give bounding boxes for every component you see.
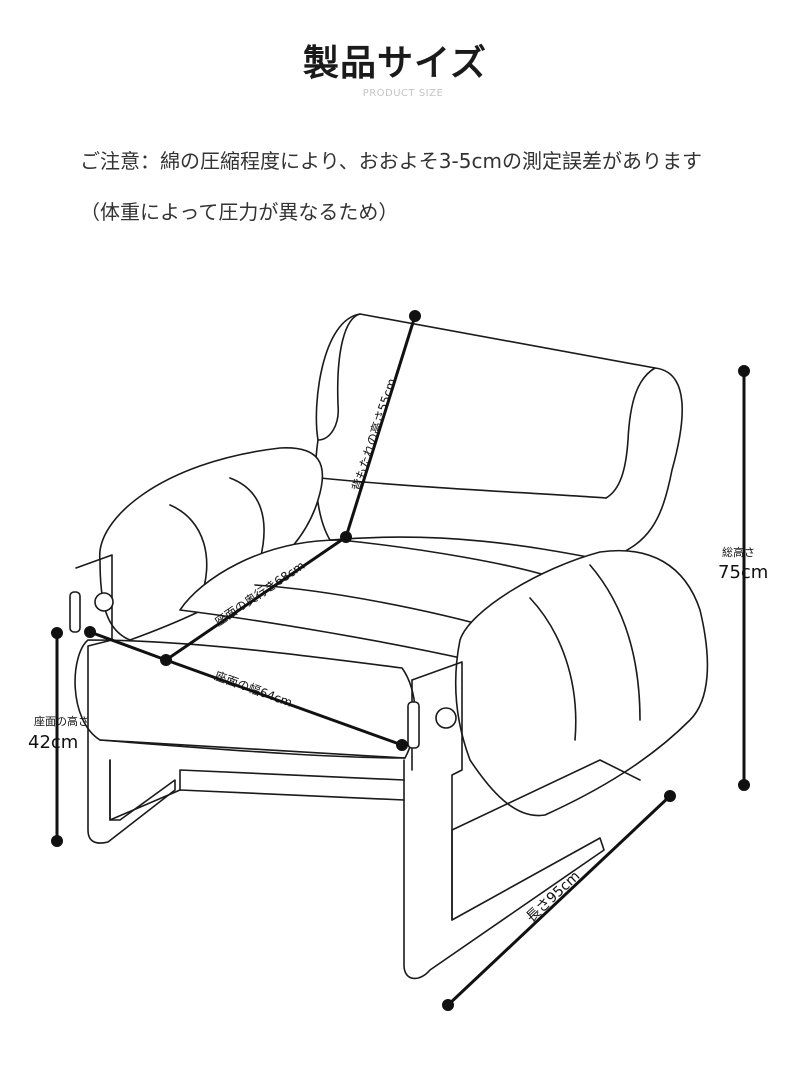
left-wooden-arm-panel [75,554,176,844]
measurement-note: ご注意：綿の圧縮程度により、おおよそ3-5cmの測定誤差があります [80,149,702,173]
left-armrest [99,447,324,641]
weight-note: （体重によって圧力が異なるため） [80,200,399,224]
length-label: 長さ95cm [523,868,583,926]
dimension-lines [51,310,750,1011]
seat-front-cushion [74,639,416,759]
seat-height-caption: 座面の高さ [34,714,89,728]
page-subtitle: PRODUCT SIZE [362,88,444,99]
seat-front-line [88,630,168,662]
length-line [446,794,672,1007]
seat-width-line [164,658,404,747]
armchair-illustration [69,313,709,980]
total-height-value: 75cm [718,562,768,583]
back-height-line [344,314,417,539]
right-armrest [454,549,709,817]
base-frame [109,759,405,821]
total-height-caption: 総高さ [722,545,755,559]
seat-depth-line [164,535,348,662]
seat-height-value: 42cm [28,732,78,753]
page-title: 製品サイズ [303,43,487,84]
right-wooden-arm-panel [403,661,605,980]
